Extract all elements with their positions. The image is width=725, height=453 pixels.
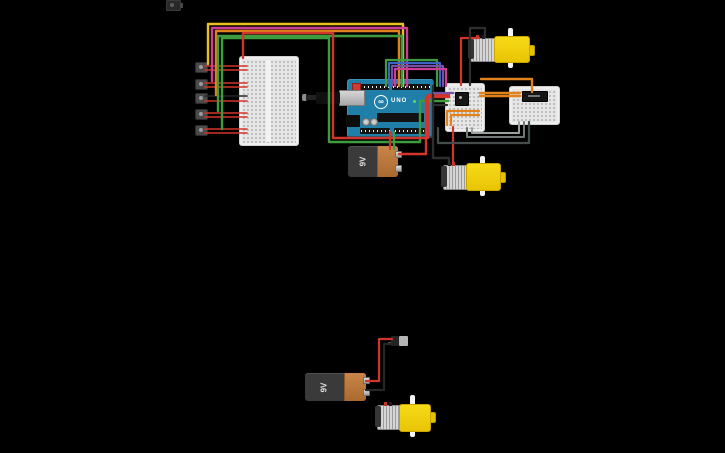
- wire-gray-loop-2[interactable]: [466, 121, 525, 138]
- phototransistor-b5[interactable]: [166, 0, 183, 11]
- wire-motor1-black[interactable]: [468, 26, 487, 87]
- wire-green-run-2[interactable]: [220, 36, 450, 144]
- wire-bottom-red[interactable]: [364, 337, 394, 383]
- switch-body: [391, 336, 399, 346]
- gearmotor-right[interactable]: [468, 26, 535, 70]
- wire-gray-loop-1[interactable]: [471, 121, 520, 134]
- wire-orange-run[interactable]: [214, 29, 401, 97]
- breadboard-channel: [266, 60, 271, 142]
- wire-battery-positive[interactable]: [397, 95, 451, 156]
- plug-shaft: [306, 95, 318, 100]
- wire-orange-top[interactable]: [479, 77, 534, 94]
- driver-ic-small[interactable]: [455, 92, 469, 106]
- wire-bundle-blue[interactable]: [387, 61, 442, 88]
- gearmotor-bottom[interactable]: [375, 392, 437, 440]
- motor-gearbox: [443, 165, 470, 190]
- power-jack: [346, 115, 360, 127]
- power-led: [413, 100, 416, 103]
- motor-terminal-neg[interactable]: [389, 402, 392, 406]
- phototransistor-4[interactable]: [195, 109, 208, 120]
- wire-orange-low-2[interactable]: [449, 113, 481, 127]
- motor-body: [466, 163, 501, 191]
- ic-pin1-dot: [459, 96, 462, 99]
- wire-gray-loop-3[interactable]: [436, 120, 531, 145]
- wire-ground-black[interactable]: [431, 84, 451, 166]
- power-header[interactable]: [360, 128, 390, 134]
- wire-bundle-magenta[interactable]: [393, 67, 448, 88]
- digital-header-b[interactable]: [392, 84, 430, 90]
- capacitor: [370, 118, 378, 126]
- motor-body: [399, 404, 431, 432]
- battery-9v-bottom[interactable]: 9V: [305, 373, 370, 401]
- phototransistor-1[interactable]: [195, 62, 208, 73]
- motor-gearbox: [377, 405, 403, 430]
- phototransistor-5[interactable]: [195, 125, 208, 136]
- breadboard-large[interactable]: [239, 56, 299, 146]
- motor-body: [494, 36, 530, 63]
- gearmotor-left[interactable]: [441, 154, 506, 198]
- atmega-chip: [377, 113, 424, 122]
- analog-header[interactable]: [394, 128, 428, 134]
- motor-terminal-pos[interactable]: [384, 402, 387, 406]
- plug-tip: [302, 94, 307, 101]
- motor-terminal-neg[interactable]: [482, 35, 485, 39]
- motor-gearbox: [470, 38, 498, 62]
- motor-terminal-pos[interactable]: [452, 162, 455, 166]
- arduino-logo-icon: ∞: [374, 95, 388, 109]
- phototransistor-2[interactable]: [195, 79, 208, 90]
- wire-bottom-black[interactable]: [364, 342, 394, 392]
- wire-red-loop[interactable]: [241, 31, 451, 140]
- digital-header-a[interactable]: [359, 84, 389, 90]
- wire-bundle-purple[interactable]: [390, 64, 445, 88]
- gearbox-cap: [375, 406, 381, 427]
- wire-orange-low-1[interactable]: [445, 109, 481, 127]
- battery-cap: [377, 146, 398, 177]
- battery-terminal-neg[interactable]: [395, 165, 402, 172]
- gearbox-cap: [441, 166, 447, 187]
- capacitor: [362, 118, 370, 126]
- switch-slider: [399, 336, 408, 346]
- phototransistor-3[interactable]: [195, 93, 208, 104]
- driver-ic-long[interactable]: [522, 91, 548, 102]
- battery-cap: [344, 373, 366, 401]
- wire-green-run-1[interactable]: [216, 34, 404, 113]
- battery-9v-top[interactable]: 9V: [348, 146, 402, 177]
- wire-motor1-red[interactable]: [459, 36, 481, 87]
- wire-bundle-green[interactable]: [384, 58, 439, 88]
- wire-magenta-run[interactable]: [210, 26, 409, 88]
- ic-marking: [528, 95, 540, 97]
- board-label: UNO: [391, 98, 408, 104]
